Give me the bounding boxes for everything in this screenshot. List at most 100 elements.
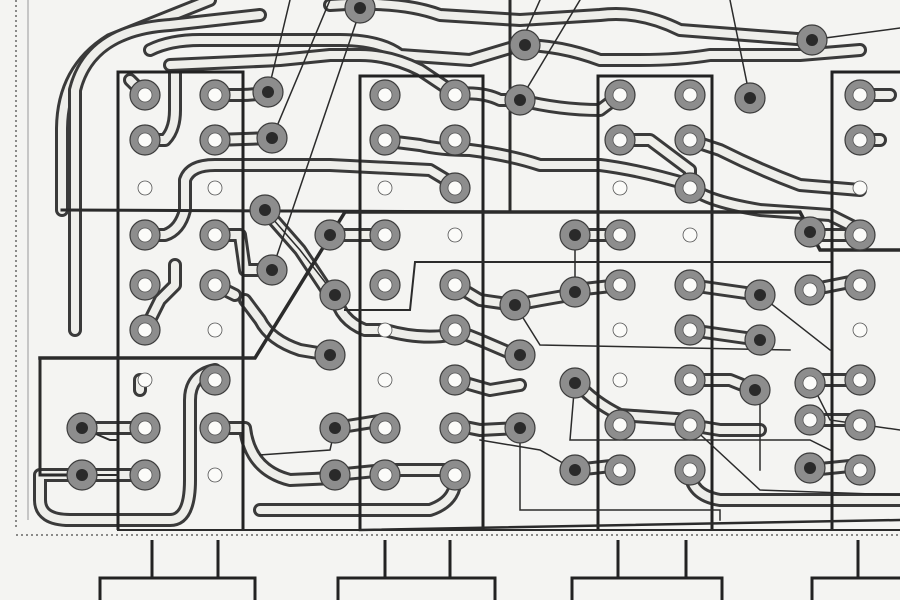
- pad-hole: [377, 87, 393, 103]
- jumper-wire: [518, 0, 581, 102]
- ic-outline-2: [358, 74, 485, 530]
- pad-hole: [207, 277, 223, 293]
- pad-hole: [682, 372, 698, 388]
- pad-hole: [377, 277, 393, 293]
- pad-hole: [447, 277, 463, 293]
- ic-outline-4: [830, 70, 900, 530]
- connector-3: [570, 540, 724, 600]
- component-outlines: [116, 70, 900, 530]
- ic-outline-1: [116, 70, 245, 530]
- pad-hole: [137, 227, 153, 243]
- unused-hole: [377, 322, 393, 338]
- unused-hole: [852, 180, 868, 196]
- pad-hole: [137, 132, 153, 148]
- copper-track: [141, 161, 459, 239]
- soldered-lead: [329, 289, 341, 301]
- soldered-lead: [266, 264, 278, 276]
- pad-hole: [447, 180, 463, 196]
- unused-hole: [207, 322, 223, 338]
- pad-hole: [137, 467, 153, 483]
- soldered-lead: [806, 34, 818, 46]
- pad-hole: [682, 132, 698, 148]
- pad-hole: [612, 227, 628, 243]
- pad-hole: [682, 277, 698, 293]
- pad-hole: [682, 417, 698, 433]
- jumper-wire: [267, 0, 291, 93]
- pad-hole: [137, 87, 153, 103]
- soldered-lead: [509, 299, 521, 311]
- pad-hole: [377, 132, 393, 148]
- soldered-lead: [329, 469, 341, 481]
- unused-hole: [207, 467, 223, 483]
- jumper-wire: [271, 0, 331, 139]
- copper-track: [376, 136, 694, 189]
- copper-track: [326, 0, 814, 44]
- pad-hole: [447, 467, 463, 483]
- pad-hole: [802, 375, 818, 391]
- pad-hole: [852, 227, 868, 243]
- jumper-wire: [263, 208, 337, 297]
- pad-hole: [682, 462, 698, 478]
- soldered-lead: [354, 2, 366, 14]
- jumper-wire: [38, 210, 900, 360]
- pad-hole: [852, 417, 868, 433]
- pad-hole: [682, 87, 698, 103]
- connector-4: [810, 540, 900, 600]
- soldered-lead: [569, 464, 581, 476]
- pad-hole: [447, 322, 463, 338]
- solder-pads: [66, 0, 876, 491]
- pad-hole: [207, 227, 223, 243]
- unused-hole: [137, 180, 153, 196]
- pad-hole: [447, 132, 463, 148]
- soldered-lead: [324, 229, 336, 241]
- soldered-lead: [514, 94, 526, 106]
- soldered-lead: [804, 226, 816, 238]
- jumper-wire: [271, 4, 363, 271]
- soldered-lead: [324, 349, 336, 361]
- pad-hole: [447, 87, 463, 103]
- edge-connectors: [98, 540, 900, 600]
- soldered-lead: [266, 132, 278, 144]
- pad-hole: [852, 372, 868, 388]
- pad-hole: [802, 282, 818, 298]
- unused-hole: [682, 227, 698, 243]
- copper-track: [71, 11, 264, 334]
- copper-track: [241, 296, 334, 359]
- copper-track: [166, 51, 454, 94]
- unused-hole: [377, 180, 393, 196]
- pad-hole: [612, 87, 628, 103]
- soldered-lead: [519, 39, 531, 51]
- soldered-lead: [754, 334, 766, 346]
- jumper-wire: [344, 261, 831, 311]
- pad-hole: [377, 420, 393, 436]
- pad-hole: [137, 420, 153, 436]
- copper-track: [36, 366, 219, 524]
- unused-hole: [612, 372, 628, 388]
- soldered-lead: [259, 204, 271, 216]
- soldered-lead: [569, 286, 581, 298]
- pad-hole: [137, 322, 153, 338]
- copper-track: [516, 41, 864, 64]
- copper-track: [146, 36, 524, 64]
- soldered-lead: [76, 469, 88, 481]
- unused-hole: [852, 322, 868, 338]
- pad-hole: [852, 132, 868, 148]
- pad-hole: [682, 180, 698, 196]
- pad-hole: [447, 420, 463, 436]
- unused-hole: [377, 372, 393, 388]
- connector-2: [336, 540, 497, 600]
- soldered-lead: [569, 377, 581, 389]
- connector-1: [98, 540, 257, 600]
- unused-hole: [447, 227, 463, 243]
- jumper-wire: [519, 427, 721, 521]
- unused-hole: [207, 180, 223, 196]
- pad-hole: [207, 132, 223, 148]
- pad-hole: [207, 87, 223, 103]
- soldered-lead: [329, 422, 341, 434]
- pad-hole: [207, 372, 223, 388]
- copper-track: [141, 261, 179, 334]
- soldered-lead: [514, 349, 526, 361]
- soldered-lead: [569, 229, 581, 241]
- soldered-lead: [804, 462, 816, 474]
